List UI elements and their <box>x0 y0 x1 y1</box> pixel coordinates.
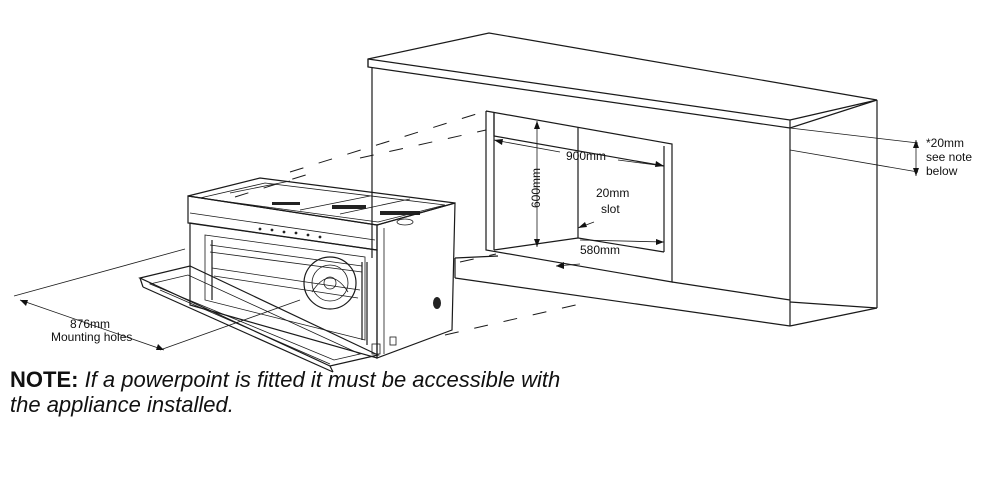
cutout-dimensions <box>493 121 919 269</box>
mounting-dimension: 876mm Mounting holes <box>13 248 301 351</box>
mounting-value: 876mm <box>70 317 110 331</box>
installation-note: NOTE: If a powerpoint is fitted it must … <box>10 367 570 417</box>
slot-word-label: slot <box>601 202 620 216</box>
oven <box>138 177 456 373</box>
side-note-line-3: below <box>926 164 958 178</box>
depth-label: 580mm <box>580 243 620 257</box>
alignment-guides <box>234 110 581 336</box>
side-note-line-1: *20mm <box>926 136 964 150</box>
height-label: 600mm <box>529 168 543 208</box>
note-body: If a powerpoint is fitted it must be acc… <box>10 367 561 417</box>
side-note-line-2: see note <box>926 150 972 164</box>
slot-size-label: 20mm <box>596 186 629 200</box>
cabinet <box>367 32 878 327</box>
note-lead: NOTE: <box>10 367 79 392</box>
width-label: 900mm <box>566 149 606 163</box>
mounting-label: Mounting holes <box>51 330 132 344</box>
cutout-labels: 900mm 600mm 20mm slot 580mm *20mm see no… <box>529 136 972 257</box>
